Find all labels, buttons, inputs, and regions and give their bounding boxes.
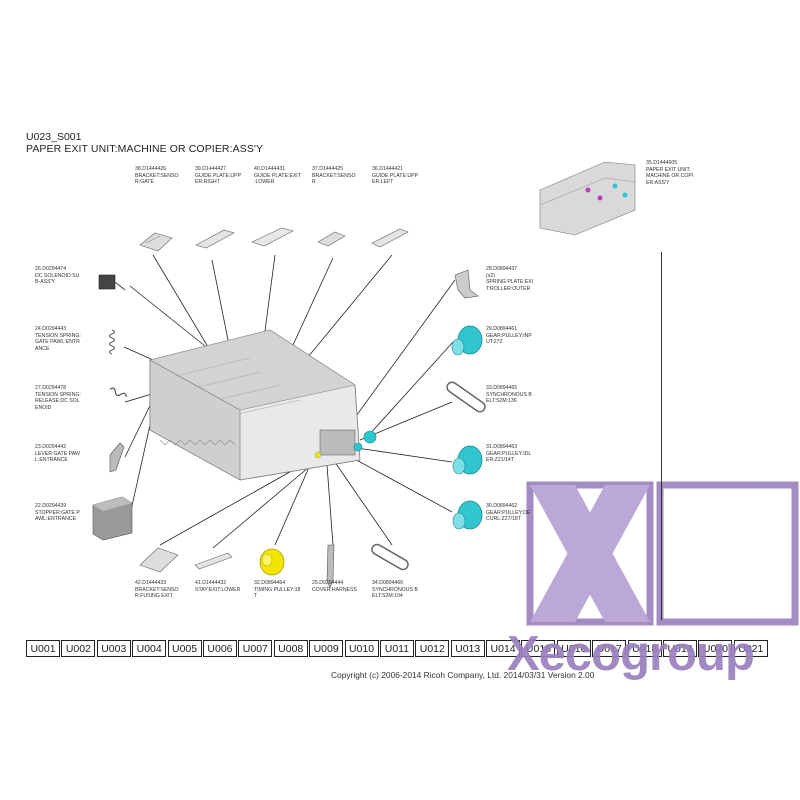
part-31-icon [452,445,483,475]
part-30-icon [452,500,483,530]
part-label-27[interactable]: 27.D0294478 TENSION SPRING: RELEASE:DC S… [35,385,81,411]
part-label-38[interactable]: 38.D1444426 BRACKET:SENSO R:GATE [135,166,179,186]
part-34-icon [371,543,409,571]
part-28-icon [454,269,479,299]
part-label-35[interactable]: 35.D1444605 PAPER EXIT UNIT: MACHINE OR … [646,160,694,186]
part-label-33[interactable]: 33.D0894465 SYNCHRONOUS B ELT:S2M:136 [486,385,532,405]
part-32-icon [259,548,285,576]
page-tab-bar: U001 U002 U003 U004 U005 U006 U007 U008 … [26,640,769,657]
part-label-28[interactable]: 28.D0894437 (x2) SPRING PLATE:EXI T:ROLL… [486,266,534,292]
tab-u021[interactable]: U021 [733,640,768,657]
part-38-icon [139,232,173,252]
part-42-icon [139,547,179,573]
tab-u011[interactable]: U011 [379,640,414,657]
part-label-36[interactable]: 36.D1444421 GUIDE PLATE:UPP ER:LEFT [372,166,419,186]
tab-u017[interactable]: U017 [592,640,627,657]
tab-u002[interactable]: U002 [61,640,96,657]
part-label-37[interactable]: 37.D1444425 BRACKET:SENSO R [312,166,356,186]
tab-u018[interactable]: U018 [627,640,662,657]
tab-u019[interactable]: U019 [663,640,698,657]
page-title: PAPER EXIT UNIT:MACHINE OR COPIER:ASS'Y [26,143,264,155]
tab-u020[interactable]: U020 [698,640,733,657]
part-label-41[interactable]: 41.D1444432 STAY:EXIT:LOWER [195,580,241,593]
part-26-icon [98,274,126,291]
part-33-icon [446,381,486,413]
diagram-code: U023_S001 [26,131,82,143]
part-label-24[interactable]: 24.D0294443 TENSION SPRING: GATE PAWL:EN… [35,326,81,352]
tab-u004[interactable]: U004 [132,640,167,657]
watermark-logo [526,481,799,626]
part-25-icon [326,544,335,589]
tab-u007[interactable]: U007 [238,640,273,657]
part-label-31[interactable]: 31.D0894463 GEAR:PULLEY:IDL ER:Z21/14T [486,444,532,464]
part-24-icon [109,329,115,355]
tab-u008[interactable]: U008 [273,640,308,657]
tab-u010[interactable]: U010 [344,640,379,657]
part-label-32[interactable]: 32.D0894464 TIMING PULLEY:18 T [254,580,301,600]
tab-u001[interactable]: U001 [26,640,60,657]
part-label-26[interactable]: 26.D0294474 DC SOLENOID:SU B-ASS'Y [35,266,80,286]
part-41-icon [194,552,233,570]
part-label-42[interactable]: 42.D1444433 BRACKET:SENSO R:FUSING EXIT [135,580,179,600]
part-23-icon [109,442,125,473]
part-27-icon [109,387,127,398]
tab-u015[interactable]: U015 [521,640,556,657]
tab-u005[interactable]: U005 [167,640,202,657]
tab-u003[interactable]: U003 [96,640,131,657]
watermark-text: Xecogroup [507,627,755,681]
part-label-22[interactable]: 22.D0294439 STOPPER:GATE P AWL:ENTRANCE [35,503,80,523]
part-label-34[interactable]: 34.D0894466 SYNCHRONOUS B ELT:S2M:104 [372,580,418,600]
tab-u012[interactable]: U012 [415,640,450,657]
part-40-icon [251,227,294,247]
part-label-30[interactable]: 30.D0894462 GEAR:PULLEY:DE CURL:Z27/18T [486,503,531,523]
tab-u009[interactable]: U009 [309,640,344,657]
tab-u013[interactable]: U013 [450,640,485,657]
part-label-40[interactable]: 40.D1444431 GUIDE PLATE:EXIT :LOWER [254,166,301,186]
part-label-29[interactable]: 29.D0894461 GEAR:PULLEY:INP UT:27Z [486,326,532,346]
tab-u016[interactable]: U016 [556,640,591,657]
tab-u006[interactable]: U006 [202,640,237,657]
part-37-icon [317,231,346,247]
part-label-25[interactable]: 25.D0294444 COVER:HARNESS [312,580,357,593]
assembly-thumbnail [539,161,636,236]
part-label-23[interactable]: 23.D0294442 LEVER:GATE PAW L:ENTRANCE [35,444,80,464]
part-36-icon [371,228,409,248]
copyright-text: Copyright (c) 2006-2014 Ricoh Company, L… [331,670,595,680]
part-29-icon [451,325,483,356]
tab-u014[interactable]: U014 [486,640,521,657]
main-assembly [149,329,377,481]
part-22-icon [92,496,133,541]
part-39-icon [195,229,235,249]
part-label-39[interactable]: 39.D1444427 GUIDE PLATE:UPP ER:RIGHT [195,166,242,186]
divider-line [661,252,662,620]
